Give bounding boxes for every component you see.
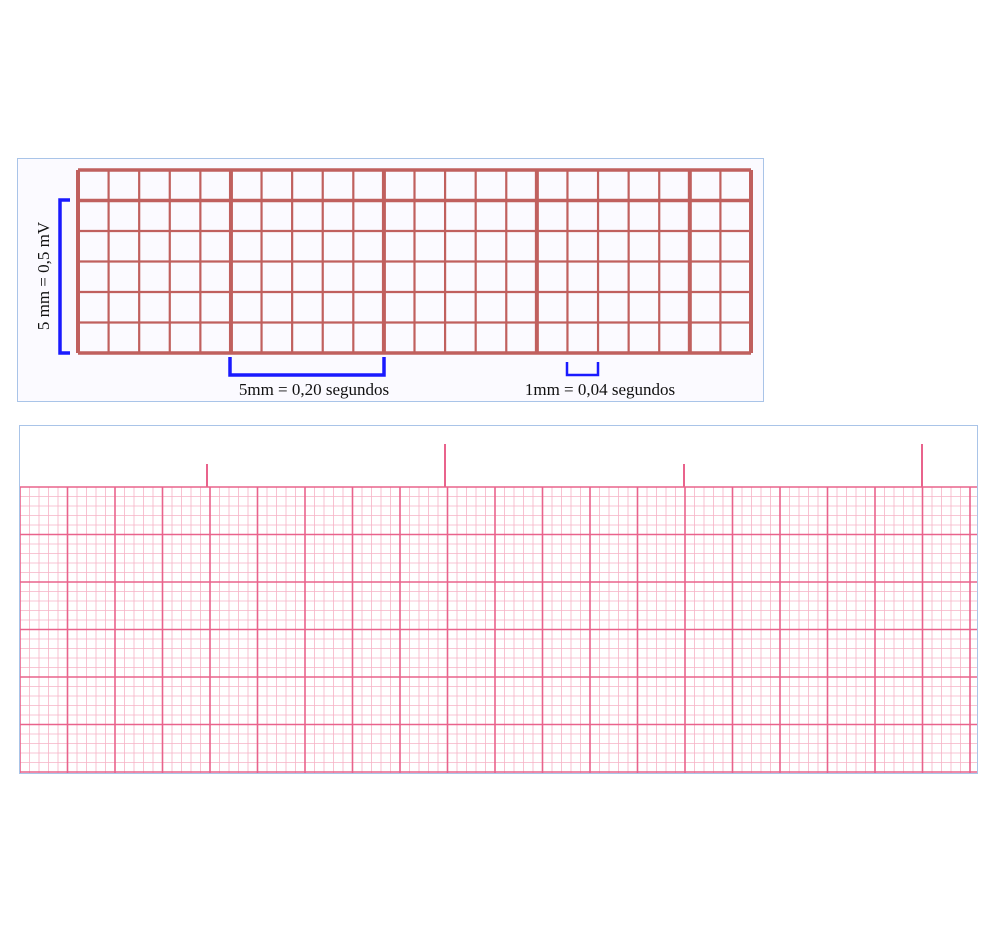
ecg-bold-grid (20, 486, 977, 773)
calibration-spikes (206, 444, 923, 487)
ecg-paper-panel (19, 425, 978, 774)
one-mm-label: 1mm = 0,04 segundos (525, 380, 675, 399)
five-mm-label: 5mm = 0,20 segundos (239, 380, 389, 399)
five-mm-bracket (228, 357, 386, 377)
legend-grid-diagram: 5 mm = 0,5 mV 5mm = 0,20 segundos 1mm = … (34, 168, 753, 399)
ecg-paper (20, 444, 977, 773)
vertical-bracket (58, 198, 70, 355)
legend-grid (76, 168, 753, 355)
one-mm-bracket (565, 362, 600, 377)
legend-panel: 5 mm = 0,5 mV 5mm = 0,20 segundos 1mm = … (17, 158, 764, 402)
vertical-scale-label: 5 mm = 0,5 mV (34, 221, 53, 330)
